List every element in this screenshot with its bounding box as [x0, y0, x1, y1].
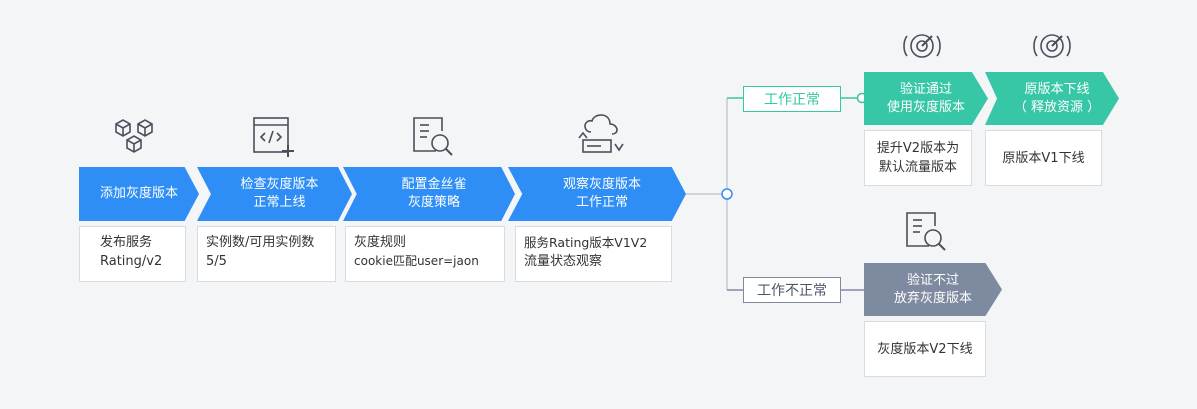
step-label: 工作正常: [575, 195, 628, 210]
step-add-gray-version: 添加灰度版本: [79, 167, 199, 221]
cloud-server-sync-icon: [578, 114, 624, 153]
step-label: 验证不过: [906, 272, 959, 288]
target-icon: [1033, 34, 1071, 58]
detail-text: 5/5: [206, 254, 227, 269]
step-check-gray-version: 检查灰度版本 正常上线: [197, 167, 352, 221]
detail-text: 默认流量版本: [878, 160, 957, 175]
target-icon: [903, 34, 941, 58]
step-verify-pass: 验证通过 使用灰度版本: [864, 72, 988, 125]
step-label: 添加灰度版本: [99, 186, 178, 201]
branch-label-text: 工作正常: [764, 92, 820, 108]
step-label: 正常上线: [253, 195, 306, 210]
step-configure-canary: 配置金丝雀 灰度策略: [343, 167, 515, 221]
branch-label-text: 工作不正常: [757, 283, 827, 299]
detail-text: Rating/v2: [100, 254, 163, 269]
step-label: 放弃灰度版本: [893, 290, 972, 306]
detail-card-publish: 发布服务 Rating/v2: [79, 226, 186, 282]
step-observe-gray-version: 观察灰度版本 工作正常: [508, 167, 686, 221]
step-label: 配置金丝雀: [401, 177, 467, 192]
detail-text: 服务Rating版本V1V2: [524, 235, 648, 250]
detail-text: 原版本V1下线: [1002, 150, 1085, 166]
step-label: 验证通过: [899, 81, 952, 97]
detail-card-instances: 实例数/可用实例数 5/5: [197, 226, 336, 282]
step-label: 检查灰度版本: [240, 177, 319, 192]
step-label: 灰度策略: [407, 195, 460, 210]
detail-text: 流量状态观察: [524, 254, 603, 269]
detail-card-promote-v2: 提升V2版本为 默认流量版本: [864, 130, 972, 186]
document-search-icon: [413, 117, 453, 156]
detail-text: 发布服务: [100, 235, 153, 250]
step-label: （ 释放资源 ）: [1013, 99, 1101, 115]
branch-label-abnormal: 工作不正常: [743, 277, 841, 303]
detail-card-traffic-observe: 服务Rating版本V1V2 流量状态观察: [515, 226, 672, 282]
step-label: 观察灰度版本: [562, 177, 641, 192]
step-verify-fail: 验证不过 放弃灰度版本: [864, 263, 1002, 316]
detail-text: 灰度规则: [354, 235, 407, 250]
step-old-version-offline: 原版本下线 （ 释放资源 ）: [985, 72, 1119, 125]
detail-card-gray-rule: 灰度规则 cookie匹配user=jaon: [345, 226, 505, 282]
detail-text: cookie匹配user=jaon: [354, 254, 479, 268]
detail-text: 实例数/可用实例数: [206, 235, 315, 250]
step-label: 使用灰度版本: [886, 99, 965, 115]
detail-text: 灰度版本V2下线: [877, 341, 973, 357]
detail-card-v1-offline: 原版本V1下线: [985, 130, 1102, 186]
document-search-icon: [906, 212, 946, 251]
branch-label-normal: 工作正常: [743, 86, 841, 112]
code-window-add-icon: [253, 117, 294, 157]
detail-text: 提升V2版本为: [876, 141, 960, 156]
detail-card-v2-offline: 灰度版本V2下线: [864, 321, 986, 377]
step-label: 原版本下线: [1024, 81, 1090, 97]
cubes-icon: [115, 119, 153, 153]
